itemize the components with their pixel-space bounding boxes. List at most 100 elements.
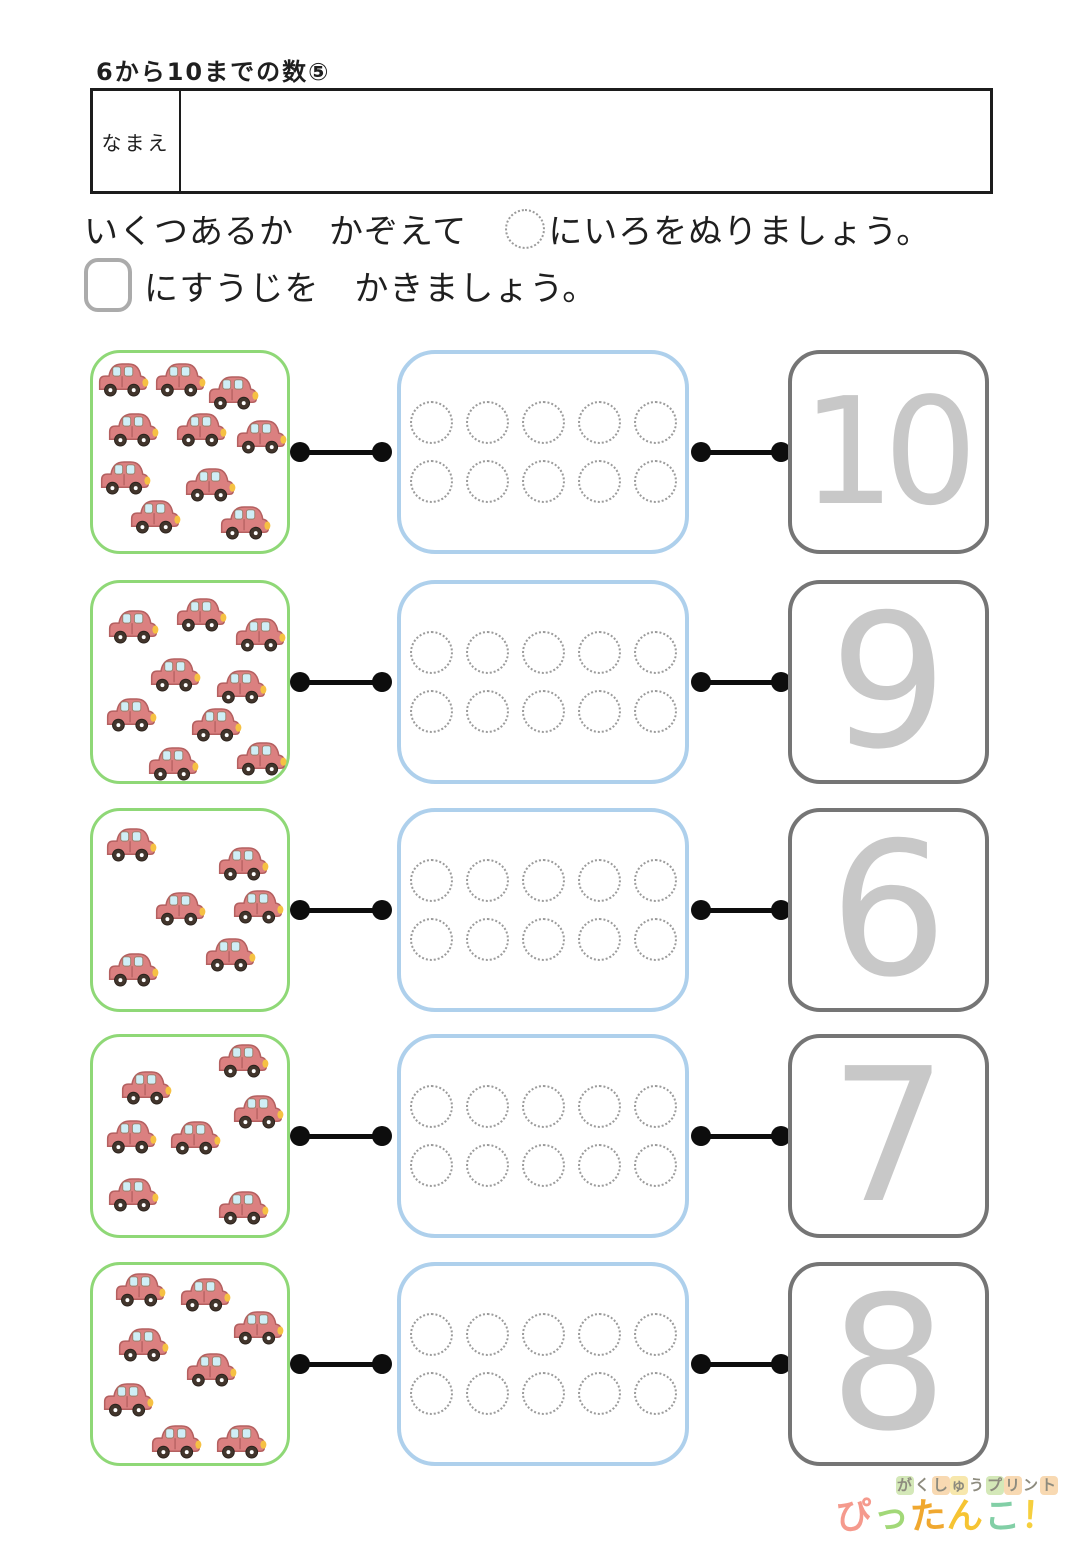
count-circle[interactable] — [409, 1085, 453, 1128]
car-count-box — [90, 580, 290, 784]
name-input-area[interactable] — [181, 91, 990, 191]
count-circle[interactable] — [577, 690, 621, 733]
car-count-box — [90, 1262, 290, 1466]
count-circle[interactable] — [633, 690, 677, 733]
count-circle[interactable] — [409, 460, 453, 503]
count-circle[interactable] — [633, 1144, 677, 1187]
count-circle[interactable] — [521, 1372, 565, 1415]
count-circle[interactable] — [577, 460, 621, 503]
count-circle[interactable] — [521, 631, 565, 674]
count-circle[interactable] — [465, 401, 509, 444]
instruction-1-post: にいろをぬりましょう。 — [548, 212, 932, 252]
count-circle[interactable] — [465, 1144, 509, 1187]
connector-dot — [372, 672, 392, 692]
count-circle[interactable] — [633, 460, 677, 503]
count-circle[interactable] — [633, 1313, 677, 1356]
connector-segment — [699, 908, 783, 913]
count-circle[interactable] — [577, 1313, 621, 1356]
logo-char: が — [895, 1476, 914, 1495]
trace-number-box: 7 — [788, 1034, 989, 1238]
connector-line — [290, 672, 392, 692]
car-icon — [118, 1064, 174, 1108]
count-circle[interactable] — [633, 1372, 677, 1415]
connector-dot — [372, 900, 392, 920]
car-icon — [188, 701, 244, 745]
car-icon — [202, 931, 258, 975]
count-circle[interactable] — [521, 918, 565, 961]
car-icon — [182, 461, 238, 505]
count-circle[interactable] — [521, 690, 565, 733]
car-icon — [97, 454, 153, 498]
trace-number-box: 8 — [788, 1262, 989, 1466]
count-circle[interactable] — [465, 918, 509, 961]
count-circle[interactable] — [409, 1144, 453, 1187]
logo-char: っ — [871, 1494, 912, 1538]
count-circle[interactable] — [409, 1313, 453, 1356]
count-circle[interactable] — [577, 918, 621, 961]
connector-line — [691, 1126, 791, 1146]
count-circle[interactable] — [521, 460, 565, 503]
car-icon — [233, 735, 289, 779]
count-circle[interactable] — [409, 918, 453, 961]
count-circle[interactable] — [409, 1372, 453, 1415]
count-circle[interactable] — [521, 1144, 565, 1187]
count-circle[interactable] — [465, 1372, 509, 1415]
logo-char: た — [908, 1494, 948, 1538]
count-circle[interactable] — [465, 1085, 509, 1128]
worksheet-row: 8 — [0, 1262, 1080, 1466]
car-icon — [145, 740, 201, 784]
count-circle[interactable] — [577, 859, 621, 902]
logo-char: し — [931, 1476, 950, 1495]
count-circle[interactable] — [633, 1085, 677, 1128]
car-icon — [95, 356, 151, 400]
car-icon — [205, 369, 261, 413]
logo-char: ゅ — [949, 1476, 968, 1495]
count-circle[interactable] — [577, 631, 621, 674]
count-circle[interactable] — [577, 1372, 621, 1415]
count-circle[interactable] — [465, 859, 509, 902]
count-circle[interactable] — [409, 690, 453, 733]
count-circle[interactable] — [633, 859, 677, 902]
count-circle[interactable] — [633, 401, 677, 444]
count-circle[interactable] — [409, 401, 453, 444]
count-circle[interactable] — [409, 631, 453, 674]
logo-char: ！ — [1019, 1494, 1060, 1538]
name-table: なまえ — [90, 88, 993, 194]
instruction-2-post: にすうじを かきましょう。 — [144, 268, 598, 309]
car-icon — [152, 885, 208, 929]
count-circle[interactable] — [409, 859, 453, 902]
car-icon — [230, 1088, 286, 1132]
car-icon — [215, 840, 271, 884]
trace-number-box: 9 — [788, 580, 989, 784]
circles-grid — [401, 401, 685, 503]
count-circle[interactable] — [521, 859, 565, 902]
trace-number: 10 — [801, 366, 977, 538]
connector-dot — [771, 1354, 791, 1374]
count-circle[interactable] — [577, 1085, 621, 1128]
logo-char: う — [968, 1476, 985, 1494]
count-circle[interactable] — [633, 918, 677, 961]
count-circle[interactable] — [465, 460, 509, 503]
count-circle[interactable] — [521, 1085, 565, 1128]
car-icon — [105, 603, 161, 647]
count-circle[interactable] — [465, 1313, 509, 1356]
car-icon — [177, 1271, 233, 1315]
car-icon — [173, 406, 229, 450]
connector-line — [290, 900, 392, 920]
connector-dot — [372, 1126, 392, 1146]
count-circle[interactable] — [577, 401, 621, 444]
logo-char: ん — [945, 1494, 986, 1538]
connector-line — [691, 672, 791, 692]
count-circle[interactable] — [521, 1313, 565, 1356]
count-circle[interactable] — [465, 631, 509, 674]
count-circle[interactable] — [521, 401, 565, 444]
car-icon — [183, 1346, 239, 1390]
connector-segment — [298, 1134, 384, 1139]
color-circles-box — [397, 808, 689, 1012]
car-icon — [127, 493, 183, 537]
count-circle[interactable] — [465, 690, 509, 733]
count-circle[interactable] — [577, 1144, 621, 1187]
count-circle[interactable] — [633, 631, 677, 674]
connector-segment — [298, 450, 384, 455]
